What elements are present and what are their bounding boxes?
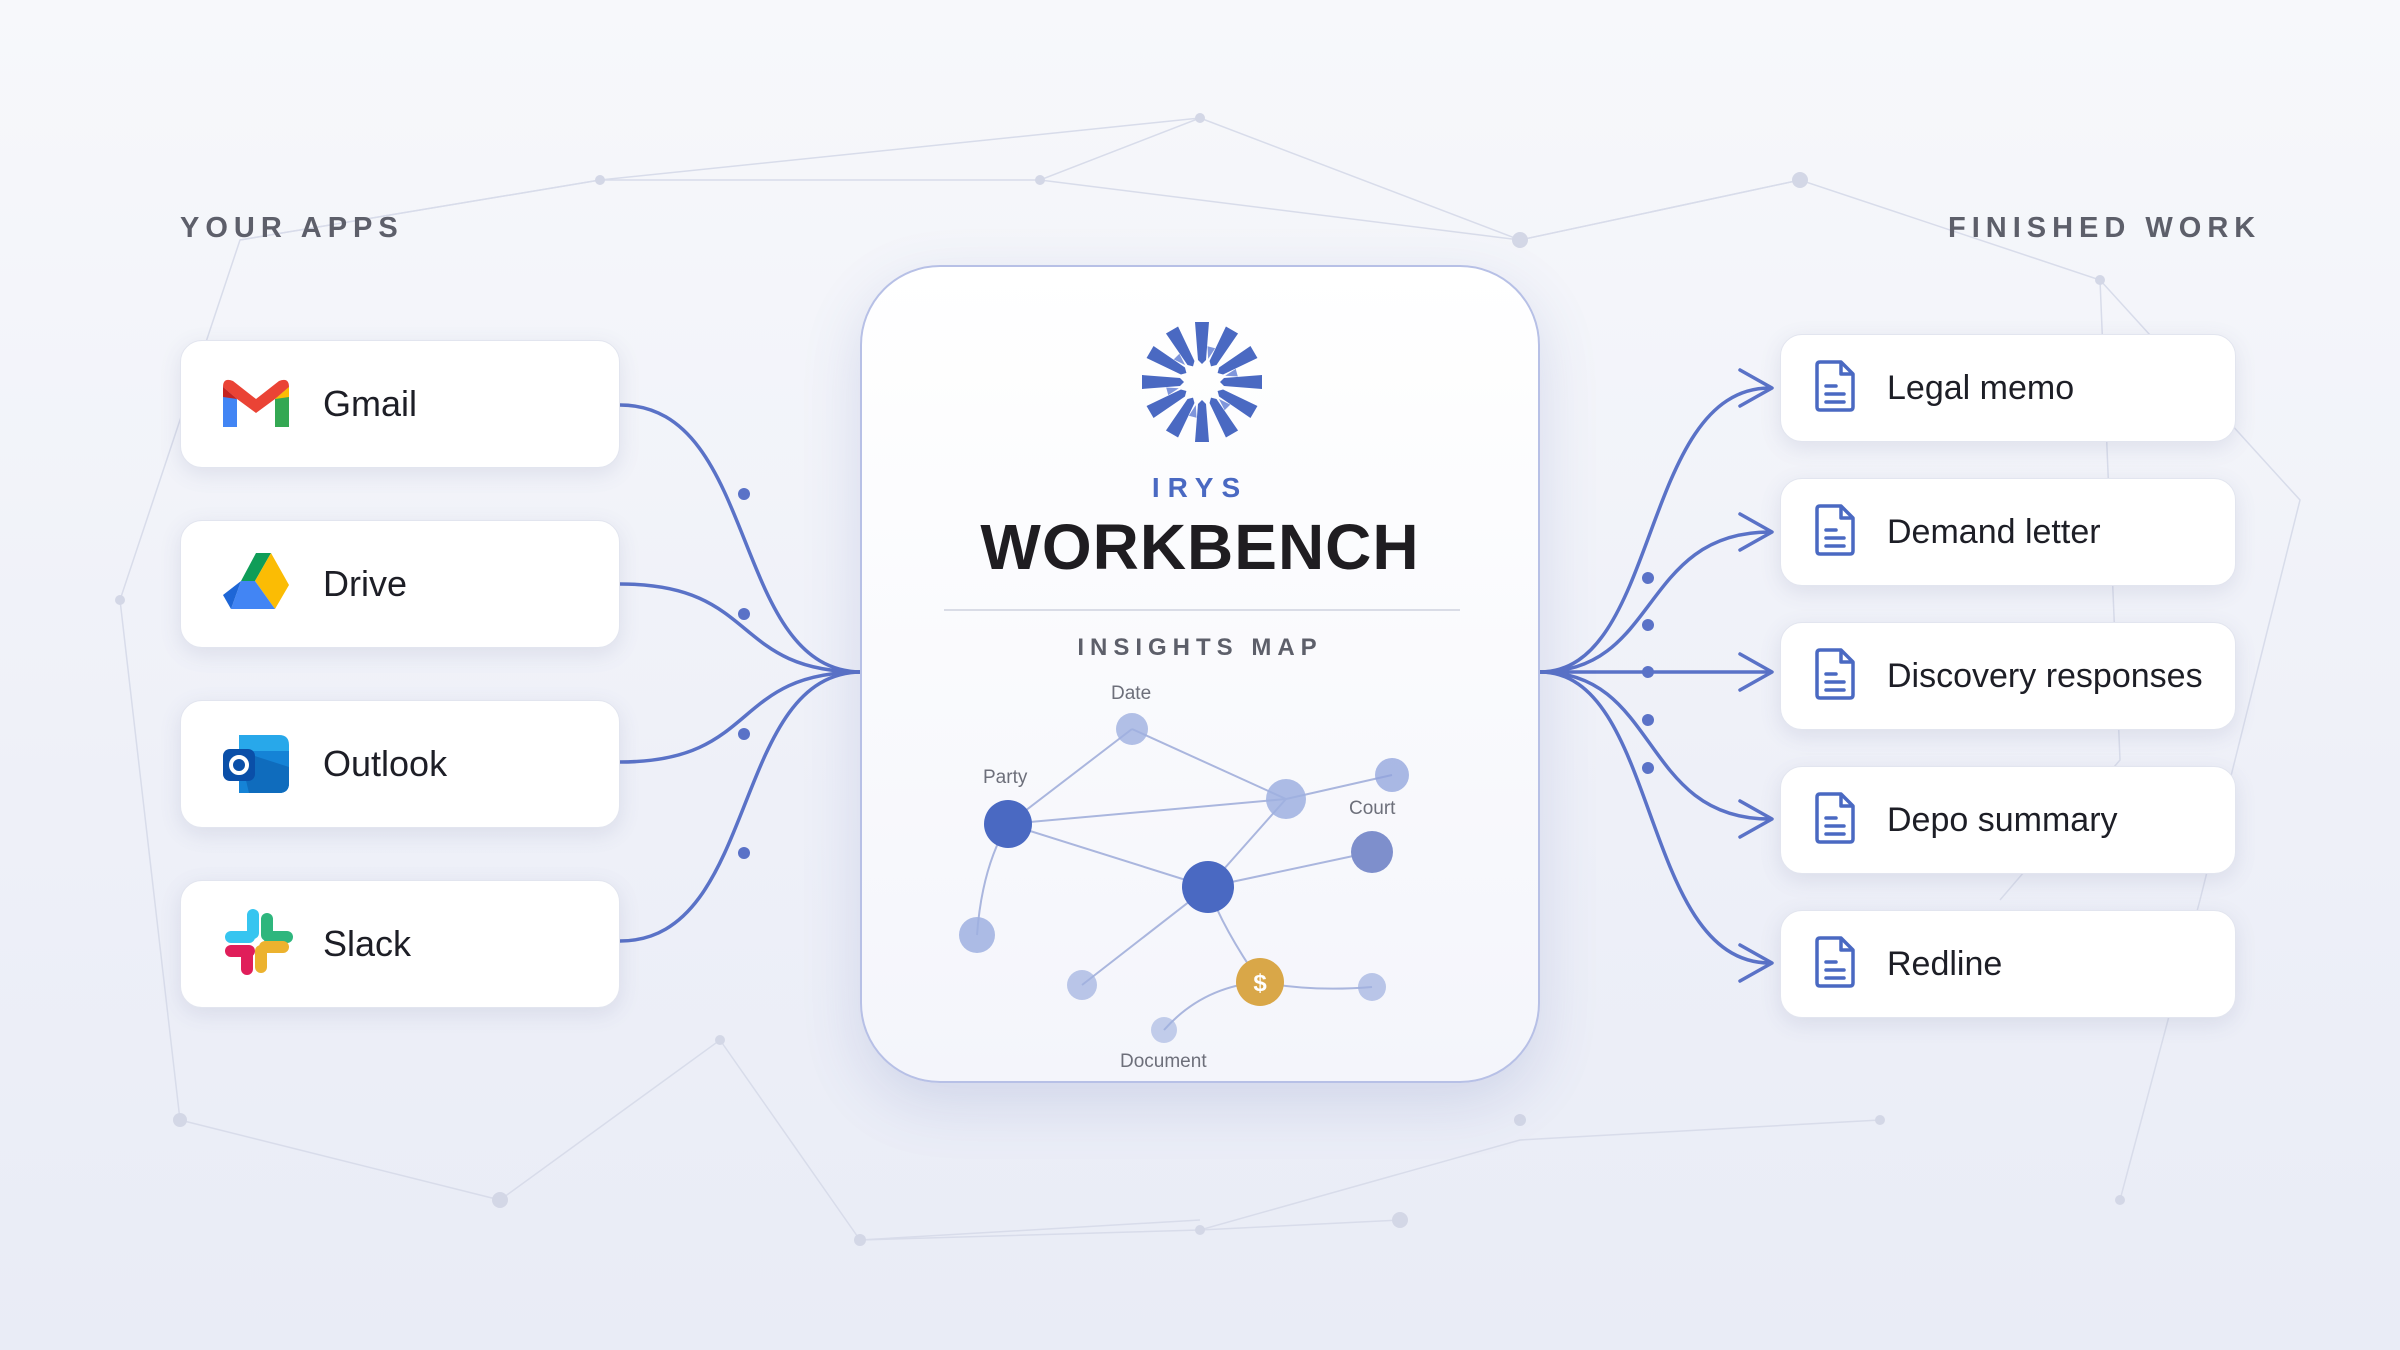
document-icon [1813,935,1857,994]
document-icon [1813,503,1857,562]
document-label: Document [1120,1051,1207,1072]
dollar-node-label: $ [1253,970,1267,997]
app-label-slack: Slack [323,923,412,964]
insights-map-title: INSIGHTS MAP [1077,634,1323,661]
divider [944,609,1460,611]
app-card-outlook[interactable]: Outlook [180,700,620,828]
irys-logo-icon [1142,322,1262,442]
party-node [984,800,1032,848]
date-node [1116,713,1148,745]
document-icon [1813,359,1857,418]
cluster-node [1266,779,1306,819]
your-apps-title: YOUR APPS [180,212,404,244]
document-icon [1813,647,1857,706]
drive-icon [219,549,293,620]
output-card-legal-memo[interactable]: Legal memo [1780,334,2236,442]
court-label: Court [1349,798,1396,819]
right-node [1358,973,1386,1001]
output-card-demand-letter[interactable]: Demand letter [1780,478,2236,586]
output-card-redline[interactable]: Redline [1780,910,2236,1018]
app-label-gmail: Gmail [323,383,418,424]
date-label: Date [1111,683,1152,704]
output-label: Legal memo [1887,368,2075,407]
brand-small-text: IRYS [1151,472,1249,503]
output-label: Discovery responses [1887,656,2203,695]
app-card-slack[interactable]: Slack [180,880,620,1008]
output-label: Demand letter [1887,512,2101,551]
app-label-outlook: Outlook [323,743,448,784]
app-label-drive: Drive [323,563,408,604]
output-card-discovery-responses[interactable]: Discovery responses [1780,622,2236,730]
hub-node [1182,861,1234,913]
document-node [1151,1017,1177,1043]
court-node [1351,831,1393,873]
party-label: Party [983,767,1028,788]
brand-title: WORKBENCH [980,511,1420,583]
finished-work-title: FINISHED WORK [1948,212,2262,244]
app-card-drive[interactable]: Drive [180,520,620,648]
lower-node [1067,970,1097,1000]
workbench-card: IRYS WORKBENCH INSIGHTS MAP [860,265,1540,1083]
left-node [959,917,995,953]
insights-map-graph: $ [959,713,1409,1043]
output-card-depo-summary[interactable]: Depo summary [1780,766,2236,874]
dollar-node [1236,958,1284,1006]
gmail-icon [219,373,293,436]
document-icon [1813,791,1857,850]
outlook-icon [219,727,293,802]
app-card-gmail[interactable]: Gmail [180,340,620,468]
output-label: Redline [1887,944,2003,983]
output-label: Depo summary [1887,800,2118,839]
slack-icon [219,905,293,984]
outer-node [1375,758,1409,792]
